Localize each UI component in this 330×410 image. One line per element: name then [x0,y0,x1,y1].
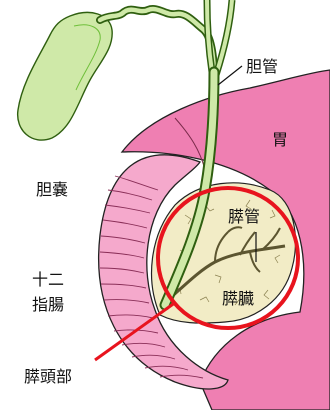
label-pancreatic-duct: 膵管 [228,207,260,226]
gallbladder [18,12,113,140]
label-duodenum-line2: 指腸 [32,295,64,314]
cystic-duct [100,9,214,80]
label-pancreatic-head: 膵頭部 [24,367,72,386]
label-pancreas: 膵臓 [222,289,254,308]
label-bile-duct: 胆管 [246,57,278,76]
leader-bile-duct [218,66,242,85]
label-gallbladder: 胆嚢 [36,180,68,199]
label-duodenum-line1: 十二 [32,270,64,289]
label-stomach: 胃 [272,130,288,149]
